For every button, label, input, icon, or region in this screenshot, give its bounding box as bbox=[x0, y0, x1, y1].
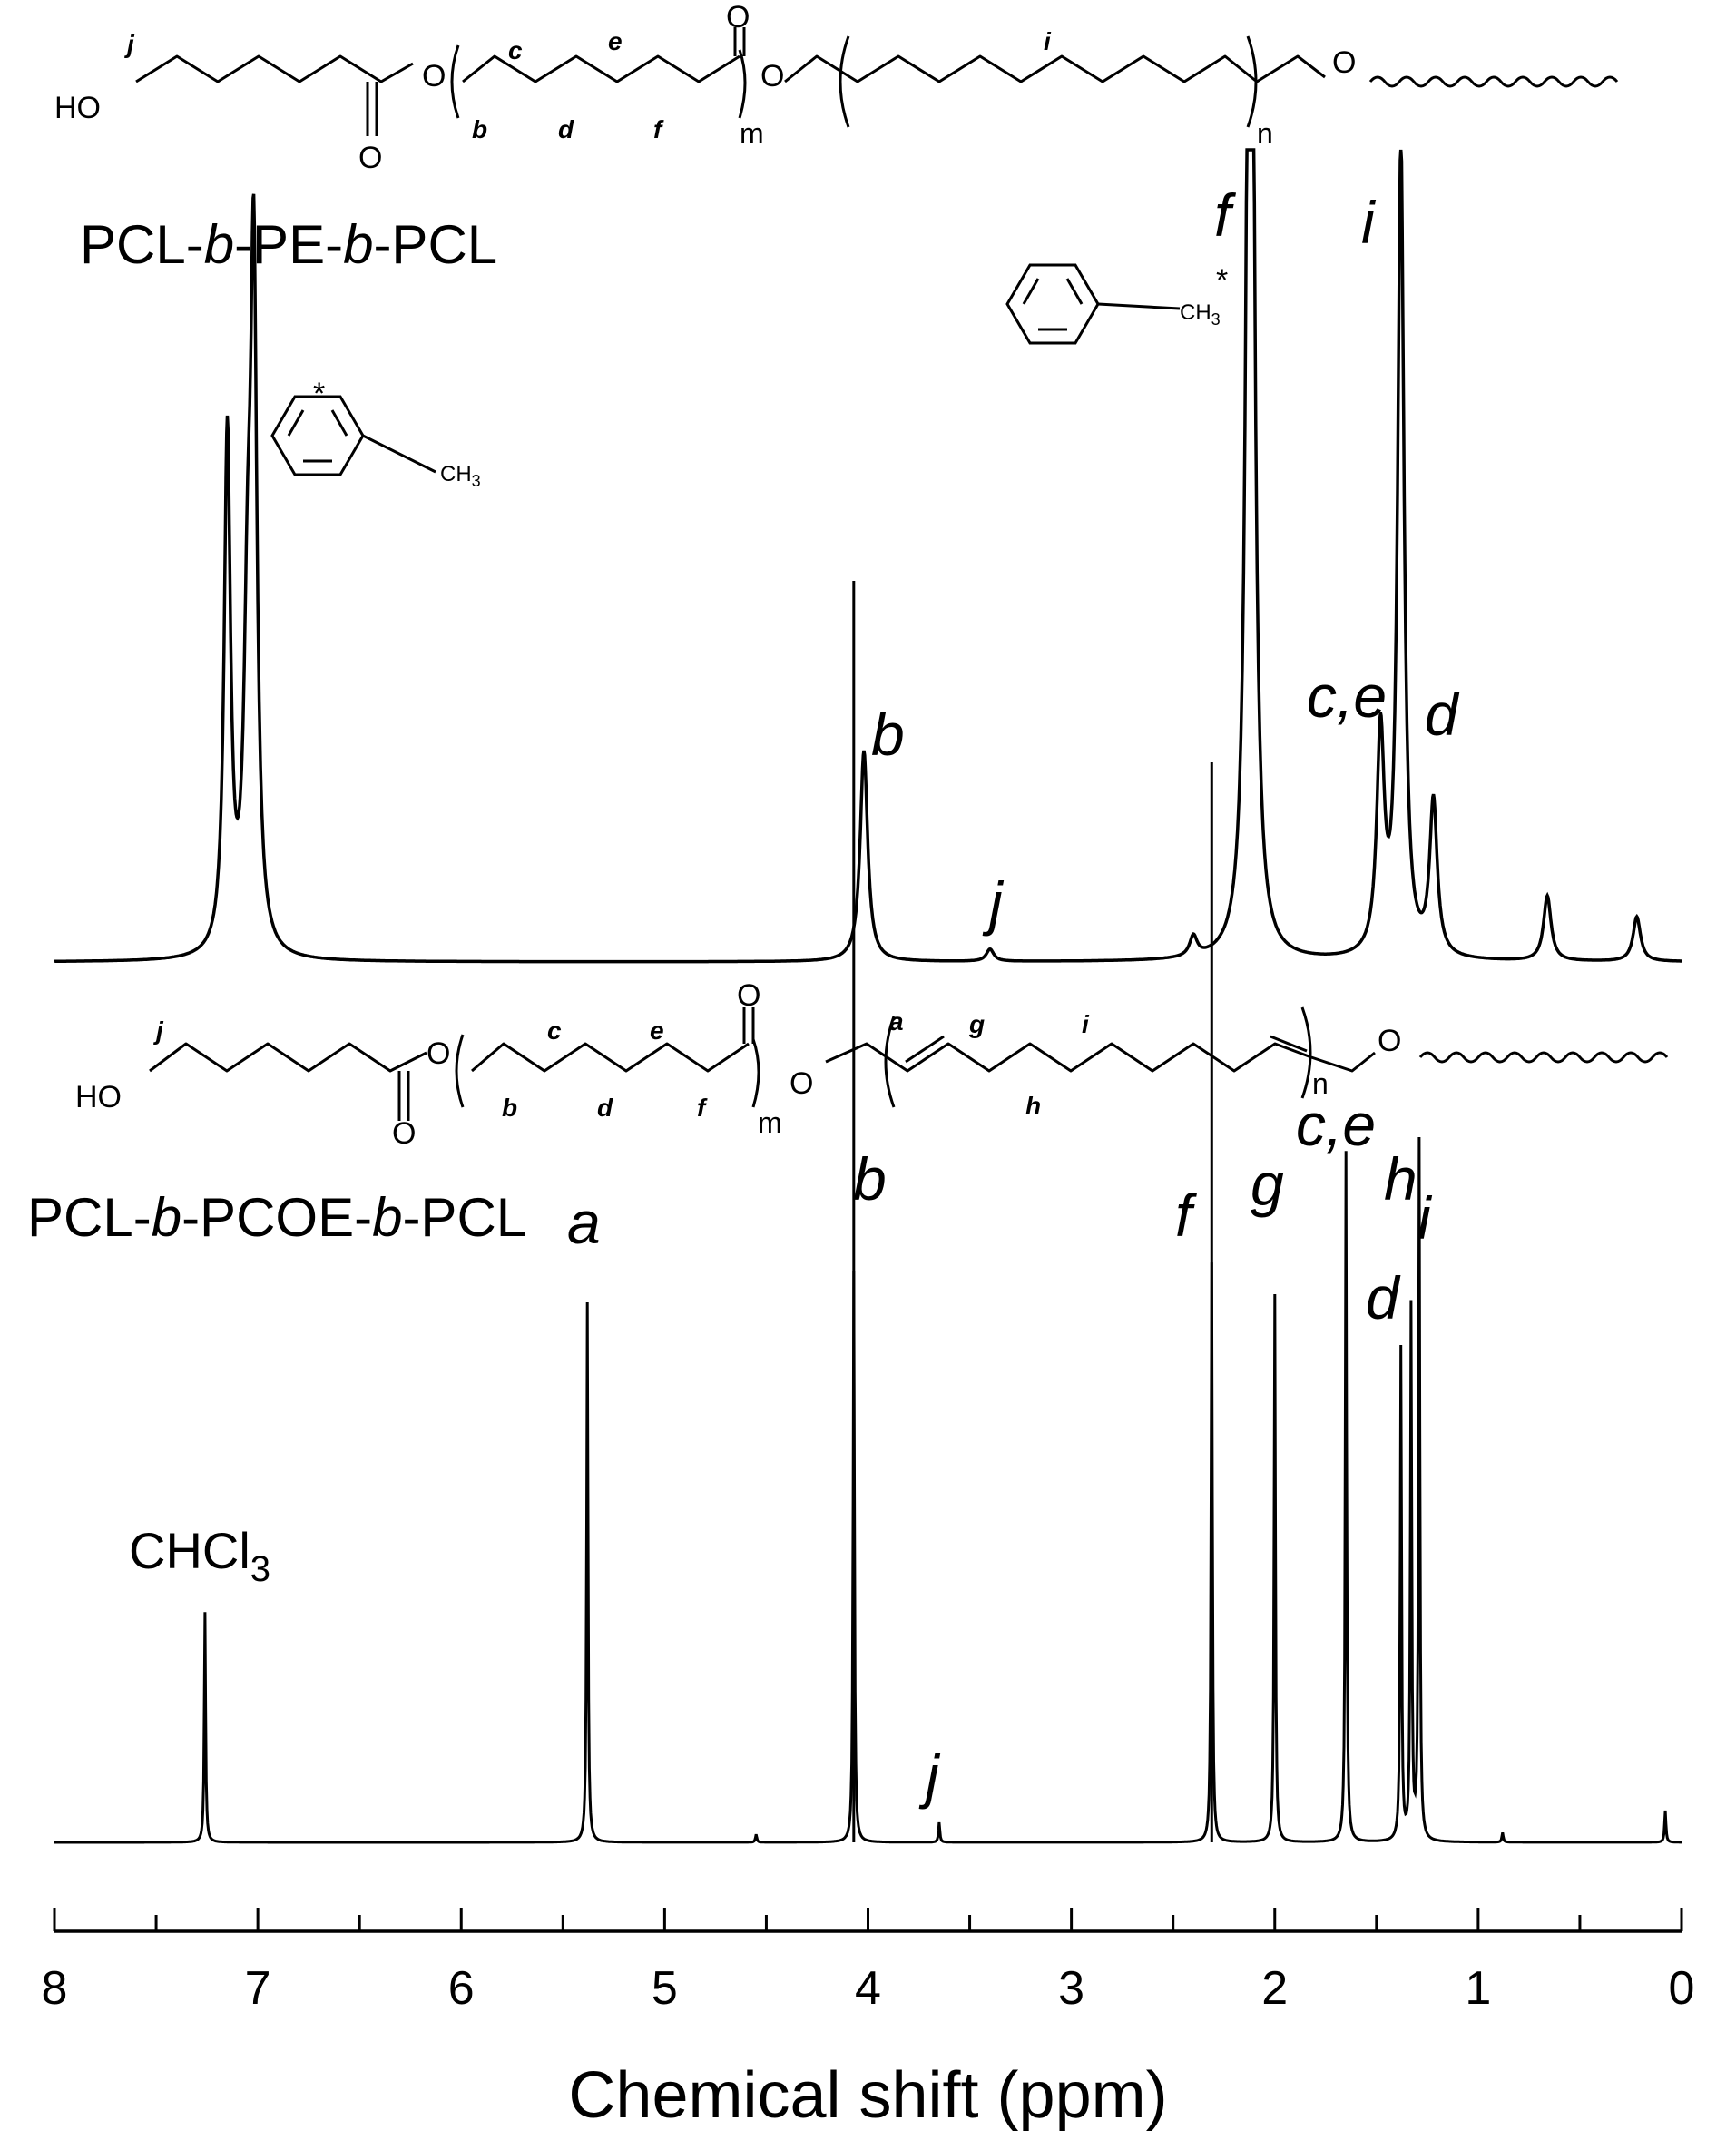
struct-top-i: i bbox=[1044, 27, 1052, 55]
peak-label-1-5: i bbox=[1361, 189, 1377, 256]
x-tick-label-2: 2 bbox=[1261, 1962, 1288, 2015]
series-2-label: PCL-b-PCOE-b-PCL bbox=[27, 1187, 526, 1248]
peak-label-2-2: b bbox=[853, 1145, 887, 1212]
struct-bot-i: i bbox=[1082, 1010, 1090, 1038]
peak-label-2-5: g bbox=[1251, 1151, 1284, 1218]
struct-top-n: n bbox=[1257, 117, 1273, 150]
struct-top-b: b bbox=[472, 115, 487, 143]
struct-top-carbonyl-o: O bbox=[358, 141, 382, 175]
struct-top-d: d bbox=[558, 115, 574, 143]
struct-top-ether-o2: O bbox=[1332, 45, 1356, 80]
struct-bot-ether-o2: O bbox=[1378, 1024, 1401, 1058]
x-tick-label-1: 1 bbox=[1465, 1962, 1491, 2015]
struct-top-carbonyl-o2: O bbox=[726, 0, 750, 34]
x-tick-label-5: 5 bbox=[652, 1962, 678, 2015]
peak-label-2-4: f bbox=[1175, 1182, 1198, 1249]
struct-top-c: c bbox=[508, 36, 523, 64]
peak-label-1-6: d bbox=[1425, 681, 1460, 748]
spectrum-trace-1 bbox=[54, 148, 1682, 964]
struct-top-ester-o: O bbox=[422, 59, 446, 93]
x-axis-title: Chemical shift (ppm) bbox=[568, 2059, 1167, 2132]
struct-bot-ho: HO bbox=[75, 1080, 122, 1114]
struct-bot-a: a bbox=[889, 1007, 904, 1036]
structure-pcl-pcoe-pcl bbox=[149, 1006, 1669, 1121]
x-tick-label-0: 0 bbox=[1669, 1962, 1695, 2015]
struct-bot-e: e bbox=[650, 1016, 664, 1045]
peak-label-2-6: c,e bbox=[1296, 1091, 1376, 1158]
struct-bot-m: m bbox=[758, 1106, 782, 1139]
solvent-label-chcl3: CHCl3 bbox=[129, 1522, 270, 1589]
struct-bot-h: h bbox=[1025, 1092, 1041, 1120]
peak-label-2-9: i bbox=[1417, 1184, 1433, 1252]
x-tick-label-3: 3 bbox=[1058, 1962, 1084, 2015]
structure-pcl-pe-pcl bbox=[135, 27, 1619, 136]
struct-bot-c: c bbox=[547, 1016, 562, 1045]
toluene-ring-ch3: CH3 bbox=[440, 462, 481, 490]
peak-label-1-2: j bbox=[982, 869, 1005, 937]
struct-bot-ester-o: O bbox=[427, 1036, 450, 1071]
struct-top-j: j bbox=[123, 30, 135, 58]
peak-label-1-1: b bbox=[871, 701, 905, 768]
struct-bot-g: g bbox=[968, 1010, 985, 1038]
struct-bot-j: j bbox=[152, 1016, 164, 1045]
peak-label-2-8: h bbox=[1384, 1145, 1417, 1212]
toluene-methyl-asterisk: * bbox=[1216, 263, 1228, 298]
peak-label-1-4: c,e bbox=[1307, 663, 1387, 730]
struct-bot-b: b bbox=[502, 1094, 517, 1122]
struct-bot-f: f bbox=[697, 1094, 708, 1122]
struct-top-m: m bbox=[740, 117, 764, 150]
peak-label-1-3: f bbox=[1214, 182, 1237, 249]
x-tick-label-8: 8 bbox=[42, 1962, 68, 2015]
series-1-label: PCL-b-PE-b-PCL bbox=[80, 214, 497, 275]
x-tick-label-4: 4 bbox=[855, 1962, 881, 2015]
x-tick-label-7: 7 bbox=[245, 1962, 271, 2015]
x-tick-label-6: 6 bbox=[448, 1962, 475, 2015]
peak-label-2-1: a bbox=[567, 1189, 601, 1256]
struct-bot-d: d bbox=[597, 1094, 613, 1122]
peak-label-2-3: j bbox=[918, 1743, 941, 1810]
struct-top-e: e bbox=[608, 27, 623, 55]
struct-top-ho: HO bbox=[54, 91, 101, 125]
struct-bot-ether-o: O bbox=[790, 1066, 813, 1101]
spectrum-trace-2 bbox=[54, 1136, 1682, 1844]
struct-bot-carbonyl-o: O bbox=[392, 1116, 416, 1151]
struct-top-ether-o: O bbox=[760, 59, 784, 93]
peak-label-2-7: d bbox=[1366, 1264, 1401, 1331]
struct-bot-carbonyl-o2: O bbox=[737, 978, 760, 1013]
struct-top-f: f bbox=[653, 115, 664, 143]
toluene-ring-annotation bbox=[270, 395, 436, 476]
toluene-methyl-annotation bbox=[1005, 263, 1181, 345]
struct-bot-n: n bbox=[1312, 1067, 1329, 1100]
toluene-ring-asterisk: * bbox=[313, 377, 325, 411]
toluene-methyl-ch3: CH3 bbox=[1180, 300, 1221, 329]
